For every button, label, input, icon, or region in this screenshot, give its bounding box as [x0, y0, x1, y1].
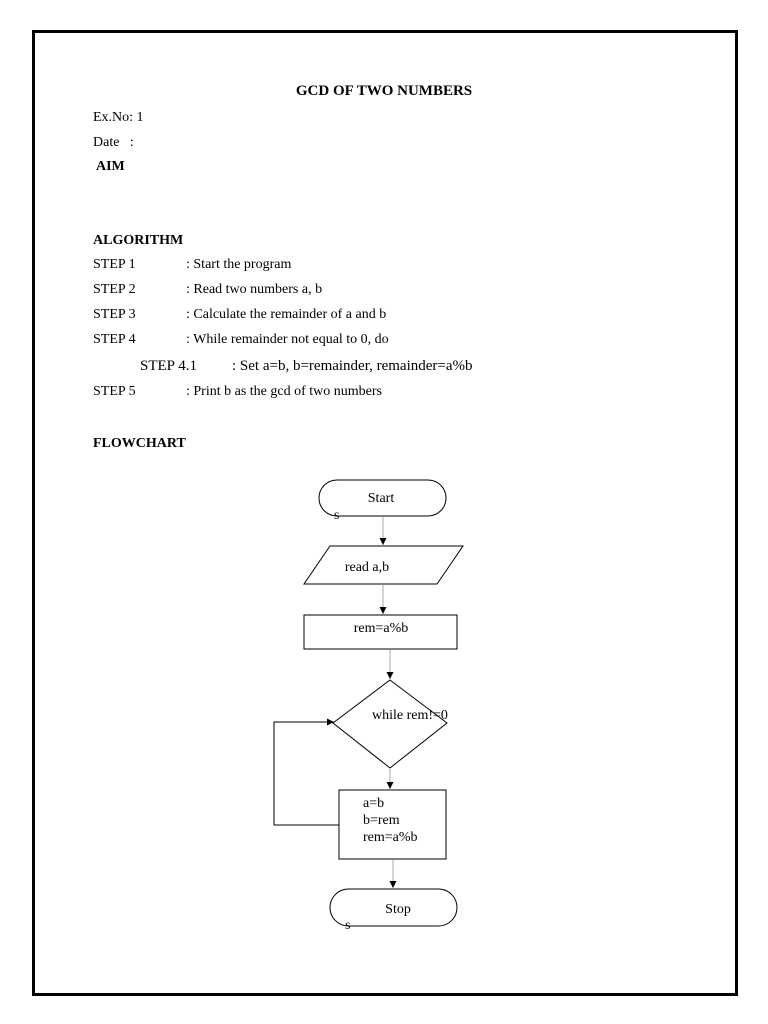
stop-label: Stop — [385, 902, 411, 917]
date-label: Date : — [93, 135, 134, 150]
loop-body-line-2: b=rem — [363, 813, 400, 828]
aim-heading: AIM — [96, 159, 125, 174]
decision-label: while rem!=0 — [372, 708, 448, 723]
input-parallelogram — [303, 545, 464, 585]
step-4-1-label: STEP 4.1 — [140, 358, 197, 374]
stop-terminator — [329, 888, 458, 927]
loop-body-line-1: a=b — [363, 796, 384, 811]
step-5-text: : Print b as the gcd of two numbers — [186, 384, 382, 399]
ex-no: Ex.No: 1 — [93, 110, 144, 125]
step-1-text: : Start the program — [186, 257, 292, 272]
process-box — [303, 614, 458, 650]
step-4-text: : While remainder not equal to 0, do — [186, 332, 389, 347]
step-1-label: STEP 1 — [93, 257, 136, 272]
step-3-text: : Calculate the remainder of a and b — [186, 307, 387, 322]
step-5-label: STEP 5 — [93, 384, 136, 399]
step-4-label: STEP 4 — [93, 332, 136, 347]
loop-body-line-3: rem=a%b — [363, 830, 418, 845]
start-label: Start — [368, 491, 395, 506]
step-3-label: STEP 3 — [93, 307, 136, 322]
document-title: GCD OF TWO NUMBERS — [295, 83, 473, 99]
decision-diamond — [332, 679, 448, 769]
start-terminator — [318, 479, 447, 517]
step-4-1-text: : Set a=b, b=remainder, remainder=a%b — [232, 358, 473, 374]
algorithm-heading: ALGORITHM — [93, 233, 184, 248]
connector-loop-back — [273, 718, 339, 826]
page-border — [32, 30, 738, 996]
step-2-label: STEP 2 — [93, 282, 136, 297]
flowchart-heading: FLOWCHART — [93, 436, 186, 451]
process-label: rem=a%b — [354, 621, 409, 636]
input-label: read a,b — [345, 560, 389, 575]
loop-body-box — [338, 789, 447, 860]
start-mark: s — [334, 508, 339, 523]
step-2-text: : Read two numbers a, b — [186, 282, 323, 297]
stop-mark: s — [345, 918, 350, 933]
